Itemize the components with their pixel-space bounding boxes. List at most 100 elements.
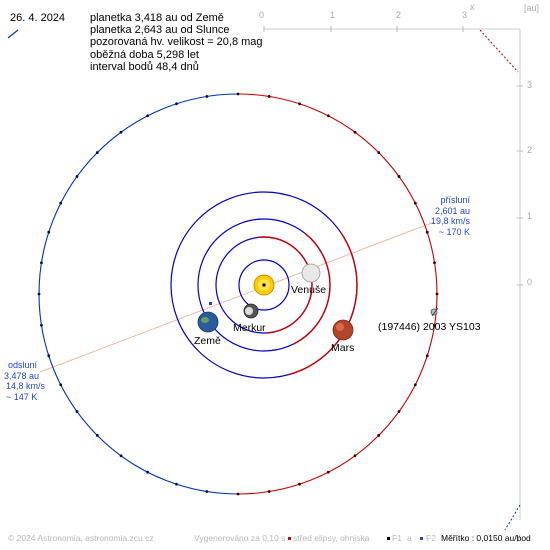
earth-label: Země (194, 335, 221, 347)
y-axis-label: y (516, 532, 521, 542)
orbit-point (413, 383, 417, 387)
y-tick-3: 3 (527, 80, 533, 90)
legend-center: střed elipsy, ohniska (293, 533, 370, 543)
venus-label: Venuše (291, 284, 327, 296)
mercury-lit (245, 307, 253, 315)
orbit-point (236, 492, 240, 496)
info-magnitude: pozorovaná hv. velikost = 20,8 mag (90, 36, 263, 49)
orbit-point (433, 261, 436, 265)
orbit-point (175, 102, 178, 106)
x-tick-1: 1 (330, 10, 336, 20)
orbit-point (205, 95, 209, 98)
mars-orbit-near (288, 232, 358, 376)
apsides-line (39, 221, 435, 373)
orbit-point (298, 482, 301, 486)
earth (197, 311, 219, 333)
y-tick-1: 1 (527, 211, 533, 221)
mars-highlight (336, 323, 344, 331)
mercury-label: Merkur (233, 322, 266, 334)
focus-f2 (209, 302, 212, 305)
orbit-point (205, 490, 209, 493)
info-period: oběžná doba 5,298 let (90, 48, 199, 61)
orbit-point (75, 410, 79, 413)
date-label: 26. 4. 2024 (10, 12, 66, 24)
earth-orbit-near (293, 232, 331, 345)
orbit-point (59, 383, 63, 387)
orbit-point (397, 175, 401, 178)
orbit-point (146, 114, 150, 118)
orbit-point (413, 201, 417, 205)
perihelion-title: přísluní (440, 195, 470, 205)
orbit-point (146, 470, 150, 474)
x-axis-label: x (470, 2, 475, 12)
orbit-point (433, 323, 436, 327)
info-earth-distance: planetka 3,418 au od Země (90, 12, 224, 24)
top-left-marker (7, 29, 19, 39)
x-tick-2: 2 (396, 10, 402, 20)
y-tick-2: 2 (527, 145, 533, 155)
perihelion-temperature: ~ 170 K (438, 226, 470, 237)
asteroid-orbit-far (38, 93, 239, 495)
copyright-link[interactable]: © 2024 Astronomia, astronomia.zcu.cz (8, 533, 154, 543)
legend-f2-swatch (420, 537, 423, 540)
focus-f1 (262, 283, 266, 287)
asteroid-label: (197446) 2003 YS103 (378, 321, 481, 333)
orbit-point (267, 490, 271, 493)
earth-land (201, 317, 209, 323)
orbit-point (377, 151, 381, 154)
perihelion-distance: 2,601 au (434, 205, 470, 216)
orbit-point (425, 230, 429, 234)
orbit-point (326, 114, 330, 118)
aphelion-title: odsluní (8, 360, 38, 370)
legend-f2: F2 (426, 533, 436, 543)
aphelion-speed: 14,8 km/s (6, 381, 46, 391)
mars-label: Mars (331, 342, 355, 354)
orbit-point (397, 410, 401, 413)
legend-a: a (407, 533, 412, 543)
aphelion-info: odsluní 3,478 au 14,8 km/s ~ 147 K (4, 360, 45, 402)
orbit-point (326, 470, 330, 474)
x-tick-0: 0 (259, 10, 265, 20)
info-panel: planetka 3,418 au od Země planetka 2,643… (90, 12, 263, 73)
orbit-point (353, 130, 357, 134)
orbit-point (47, 354, 51, 358)
generation-time: Vygenerováno za 0,10 s (194, 533, 286, 543)
info-sun-distance: planetka 2,643 au od Slunce (90, 24, 230, 37)
orbit-point (95, 434, 99, 437)
orbit-point (40, 261, 43, 265)
mars (332, 319, 354, 341)
orbit-point (59, 201, 63, 205)
axis-unit: [au] (524, 3, 540, 13)
orbit-point (353, 454, 357, 458)
aphelion-temperature: ~ 147 K (6, 391, 38, 402)
orbit-point (95, 151, 99, 154)
orbit-point (425, 354, 429, 358)
orbit-point (40, 323, 43, 327)
orbit-point (37, 292, 41, 296)
perihelion-info: přísluní 2,601 au 19,8 km/s ~ 170 K (431, 195, 470, 237)
orbit-point (236, 92, 240, 96)
venus (301, 263, 321, 283)
legend-center-swatch (288, 537, 291, 540)
x-tick-3: 3 (462, 10, 468, 20)
legend-f1: F1 (392, 533, 402, 543)
orbit-point (75, 175, 79, 178)
orbit-point (119, 130, 123, 134)
scale-label: Měřítko : 0,0150 au/bod (441, 533, 531, 543)
legend-f1-swatch (387, 537, 390, 540)
mercury-orbit (238, 259, 290, 311)
orbit-point (377, 434, 381, 437)
orbit-point (47, 230, 51, 234)
orbit-point (175, 482, 178, 486)
y-tick-0: 0 (527, 277, 533, 287)
asteroid-marker (431, 307, 439, 317)
earth-direction-line (504, 504, 521, 531)
orbit-point (267, 95, 271, 98)
orbit-point (119, 454, 123, 458)
asteroid (430, 308, 438, 316)
orbit-point (298, 102, 301, 106)
orbit-point (435, 292, 439, 296)
info-point-interval: interval bodů 48,4 dnů (90, 60, 199, 73)
